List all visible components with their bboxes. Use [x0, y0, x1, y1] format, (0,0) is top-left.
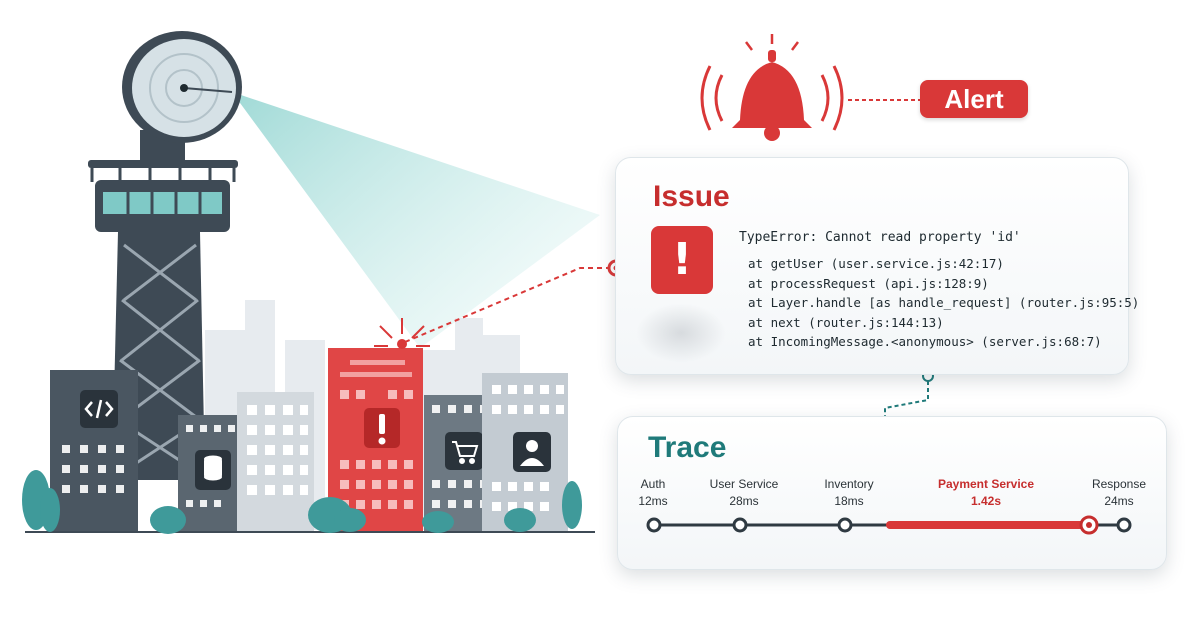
trace-step-duration: 28ms	[729, 494, 759, 508]
trace-step-label: Response	[1091, 477, 1147, 491]
error-message: TypeError: Cannot read property 'id'	[739, 230, 1021, 245]
trace-step-label-error: Payment Service	[937, 477, 1035, 491]
trace-step-duration-error: 1.42s	[970, 494, 1002, 508]
ping-dot	[397, 339, 407, 349]
alert-bell-icon	[700, 34, 844, 141]
trace-step-label: Inventory	[824, 477, 874, 491]
trace-node[interactable]	[732, 517, 748, 533]
user-icon	[520, 440, 544, 466]
stack-trace: at getUser (user.service.js:42:17) at pr…	[748, 254, 1139, 352]
exclamation-icon	[378, 414, 386, 445]
exclamation-icon: !	[671, 234, 693, 285]
trace-node[interactable]	[646, 517, 662, 533]
building-gray	[237, 392, 314, 532]
satellite-dish-icon	[122, 31, 242, 143]
trace-step-duration: 18ms	[834, 494, 864, 508]
radar-beam	[232, 92, 600, 348]
trace-card: Trace Auth 12ms User Service 28ms Invent…	[617, 416, 1167, 570]
code-icon	[84, 399, 114, 419]
issue-title: Issue	[653, 180, 730, 213]
stack-frame: at next (router.js:144:13)	[748, 314, 944, 330]
building-user	[482, 373, 568, 532]
issue-card: Issue ! TypeError: Cannot read property …	[615, 157, 1139, 375]
trees	[22, 470, 582, 534]
trace-timeline	[646, 515, 1132, 535]
trace-node[interactable]	[1116, 517, 1132, 533]
stack-frame: at processRequest (api.js:128:9)	[748, 275, 989, 291]
trace-step-duration: 24ms	[1104, 494, 1134, 508]
ping-burst	[374, 318, 430, 347]
trace-step-label: User Service	[709, 477, 779, 491]
shopping-cart-icon	[452, 441, 479, 464]
stack-frame: at IncomingMessage.<anonymous> (server.j…	[748, 334, 1102, 349]
issue-connector	[404, 267, 612, 343]
stack-frame: at Layer.handle [as handle_request] (rou…	[748, 295, 1140, 310]
building-code	[50, 370, 138, 532]
trace-step-label: Auth	[640, 477, 666, 491]
trace-title: Trace	[648, 431, 727, 464]
trace-node-error-dot	[1086, 522, 1092, 528]
trace-connector	[884, 381, 929, 446]
trace-node[interactable]	[837, 517, 853, 533]
stack-frame: at getUser (user.service.js:42:17)	[748, 256, 1004, 271]
trace-step-duration: 12ms	[638, 494, 668, 508]
issue-error-badge: !	[651, 226, 713, 294]
blurred-region	[636, 303, 726, 363]
alert-badge[interactable]: Alert	[920, 80, 1028, 118]
database-icon	[204, 455, 222, 481]
